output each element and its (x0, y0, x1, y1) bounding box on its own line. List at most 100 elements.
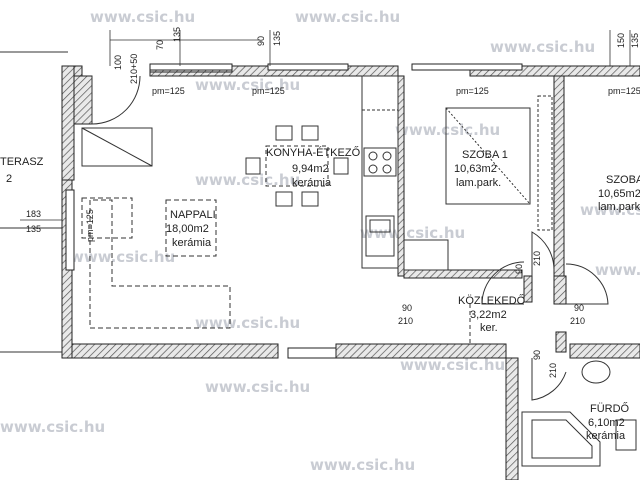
watermark: www.csic.hu (195, 171, 300, 189)
dining-table (265, 145, 329, 187)
room-furdo-floor: kerámia (586, 430, 626, 442)
room-nappali-name: NAPPALI (170, 209, 216, 221)
window-top-2 (149, 69, 233, 73)
door-furdo (531, 358, 567, 401)
dim-135-top2: 135 (272, 31, 282, 46)
watermark: www.csic.hu (195, 76, 300, 94)
watermark: www.csic.hu (310, 456, 415, 474)
watermark: www.csic.hu (395, 121, 500, 139)
room-szoba2-floor: lam.park. (598, 201, 640, 213)
room-szoba2-name: SZOBA (606, 174, 640, 186)
watermark: www.csic.hu (400, 356, 505, 374)
tv-unit (81, 197, 133, 239)
door-swings (91, 75, 609, 401)
wall-corr-left (523, 275, 533, 303)
dim-90-top: 90 (256, 36, 266, 46)
dim-pm-e: pm=125 (85, 209, 95, 242)
wall-top-left (73, 65, 83, 77)
terrace-outline (0, 51, 68, 353)
door-szoba1 (531, 231, 555, 276)
dim-door-90-c: 90 (514, 264, 524, 274)
watermark: www.csic.hu (595, 261, 640, 279)
dim-pm-b: pm=125 (252, 86, 285, 96)
watermark: www.csic.hu (195, 314, 300, 332)
window-top-1 (149, 63, 233, 71)
room-konyha-floor: kerámia (292, 177, 332, 189)
door-szoba2 (565, 263, 609, 305)
windows (65, 63, 523, 359)
kitchen-counter (361, 75, 399, 269)
wall-bottom-right (569, 343, 640, 359)
room-konyha-name: KONYHA-ÉTKEZŐ (266, 145, 361, 159)
toilet (615, 419, 637, 451)
window-left (65, 189, 75, 271)
room-konyha-area: 9,94m2 (292, 163, 329, 175)
wall-left (61, 65, 75, 181)
dim-door-210-a: 210 (398, 316, 413, 326)
dim-183: 183 (26, 209, 41, 219)
wall-furdo-left (505, 357, 519, 480)
room-nappali-floor: kerámia (172, 237, 212, 249)
window-bottom (287, 347, 337, 359)
dimension-lines (20, 30, 631, 221)
watermark: www.csic.hu (295, 8, 400, 26)
coffee-table (165, 199, 217, 257)
dim-door-90-d: 90 (532, 350, 542, 360)
dim-100: 100 (113, 55, 123, 70)
room-szoba1-area: 10,63m2 (454, 163, 497, 175)
room-szoba2-area: 10,65m2 (598, 188, 640, 200)
room-furdo-area: 6,10m2 (588, 417, 625, 429)
watermark: www.csic.hu (90, 8, 195, 26)
radiator (537, 95, 553, 231)
watermark: www.csic.hu (205, 378, 310, 396)
room-furdo-name: FÜRDŐ (590, 401, 630, 415)
sofa (89, 199, 231, 329)
room-kozlekedo-area: 3,22m2 (470, 309, 507, 321)
room-terasz-name: TERASZ (0, 156, 44, 168)
watermark-layer: www.csic.hu www.csic.hu www.csic.hu www.… (0, 8, 640, 474)
wall-bottom-mid (335, 343, 507, 359)
watermark: www.csic.hu (580, 201, 640, 219)
wall-szoba1-left (397, 75, 405, 277)
wall-szoba1-right (553, 75, 565, 277)
room-labels: TERASZ 2 NAPPALI 18,00m2 kerámia KONYHA-… (0, 145, 640, 442)
wall-corr-right (553, 275, 567, 305)
room-szoba1-floor: lam.park. (456, 177, 501, 189)
bed-szoba1 (445, 107, 531, 205)
watermark: www.csic.hu (0, 418, 105, 436)
wardrobe-szoba1 (403, 239, 449, 271)
wall-bottom-left (71, 343, 279, 359)
window-top-3 (267, 63, 349, 71)
dim-door-210-d: 210 (548, 363, 558, 378)
storage-block (81, 127, 153, 167)
dim-70: 70 (155, 40, 165, 50)
watermark: www.csic.hu (490, 38, 595, 56)
room-terasz-area: 2 (6, 173, 12, 185)
dim-135-right: 135 (630, 33, 640, 48)
room-nappali-area: 18,00m2 (166, 223, 209, 235)
dim-135-top: 135 (172, 27, 182, 42)
wall-left-inner (73, 75, 93, 125)
dim-pm-a: pm=125 (152, 86, 185, 96)
dim-150: 150 (616, 33, 626, 48)
dimension-labels: 100 210+50 70 135 90 135 150 135 pm=125 … (26, 27, 640, 378)
dim-door-210-c: 210 (532, 251, 542, 266)
furniture (81, 75, 637, 467)
dim-door-90-b: 90 (574, 303, 584, 313)
window-top-4 (411, 63, 523, 71)
room-kozlekedo-floor: ker. (480, 322, 498, 334)
dim-210-50: 210+50 (129, 54, 139, 84)
dim-door-210-b: 210 (570, 316, 585, 326)
dim-pm-d: pm=125 (608, 86, 640, 96)
wall-corr-right2 (555, 331, 567, 353)
washbasin (581, 360, 611, 384)
dim-135-left: 135 (26, 224, 41, 234)
room-szoba1-name: SZOBA 1 (462, 149, 508, 161)
sink (365, 215, 395, 257)
door-nappali (481, 261, 525, 305)
room-kozlekedo-name: KÖZLEKEDŐ (458, 293, 526, 307)
stove (363, 147, 397, 177)
watermark: www.csic.hu (70, 248, 175, 266)
watermark: www.csic.hu (360, 224, 465, 242)
